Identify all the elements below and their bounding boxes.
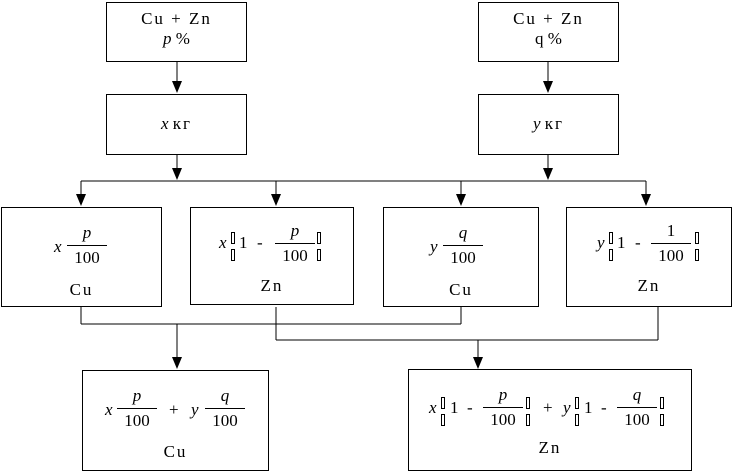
bracket-glyph (317, 249, 321, 261)
bracket-glyph (695, 249, 699, 261)
one: 1 (450, 398, 459, 417)
metal-label: Cu (449, 280, 473, 299)
alloy-box-right: Cu + Zn q % (478, 2, 619, 62)
bracket-glyph (575, 414, 579, 426)
alloy-formula: Cu + Zn (141, 9, 212, 28)
metal-label: Zn (538, 438, 562, 457)
metal-label: Zn (260, 276, 284, 295)
metal-label: Zn (637, 276, 661, 295)
mass-label: y кг (532, 114, 565, 133)
coef-x: x (429, 398, 437, 417)
bracket-glyph (317, 232, 321, 244)
plus-sign: + (543, 398, 553, 417)
mass-label: x кг (160, 114, 193, 133)
minus-sign: - (635, 233, 641, 252)
percent-label: q % (535, 29, 562, 48)
bracket-glyph (575, 397, 579, 409)
bracket-glyph (526, 414, 530, 426)
one: 1 (617, 233, 626, 252)
bracket-glyph (609, 232, 613, 244)
alloy-box-left: Cu + Zn p % (106, 2, 247, 62)
metal-label: Cu (163, 442, 188, 461)
mass-box-right: y кг (478, 94, 619, 155)
bracket-glyph (660, 397, 664, 409)
coef-x: x (54, 237, 62, 256)
bracket-glyph (526, 397, 530, 409)
mass-box-left: x кг (106, 94, 247, 155)
bracket-glyph (695, 232, 699, 244)
alloy-formula: Cu + Zn (513, 9, 584, 28)
bracket-glyph (441, 397, 445, 409)
bracket-glyph (441, 414, 445, 426)
minus-sign: - (467, 398, 473, 417)
bracket-glyph (660, 414, 664, 426)
coef-y: y (191, 400, 199, 419)
coef-y: y (597, 233, 605, 252)
coef-y: y (430, 237, 438, 256)
metal-label: Cu (69, 280, 94, 299)
coef-x: x (219, 233, 227, 252)
plus-sign: + (169, 400, 179, 419)
minus-sign: - (257, 233, 263, 252)
bracket-glyph (231, 232, 235, 244)
one: 1 (584, 398, 593, 417)
percent-label: p % (163, 29, 190, 48)
one: 1 (239, 233, 248, 252)
minus-sign: - (601, 398, 607, 417)
bracket-glyph (231, 249, 235, 261)
coef-x: x (105, 400, 113, 419)
bracket-glyph (609, 249, 613, 261)
coef-y: y (563, 398, 571, 417)
